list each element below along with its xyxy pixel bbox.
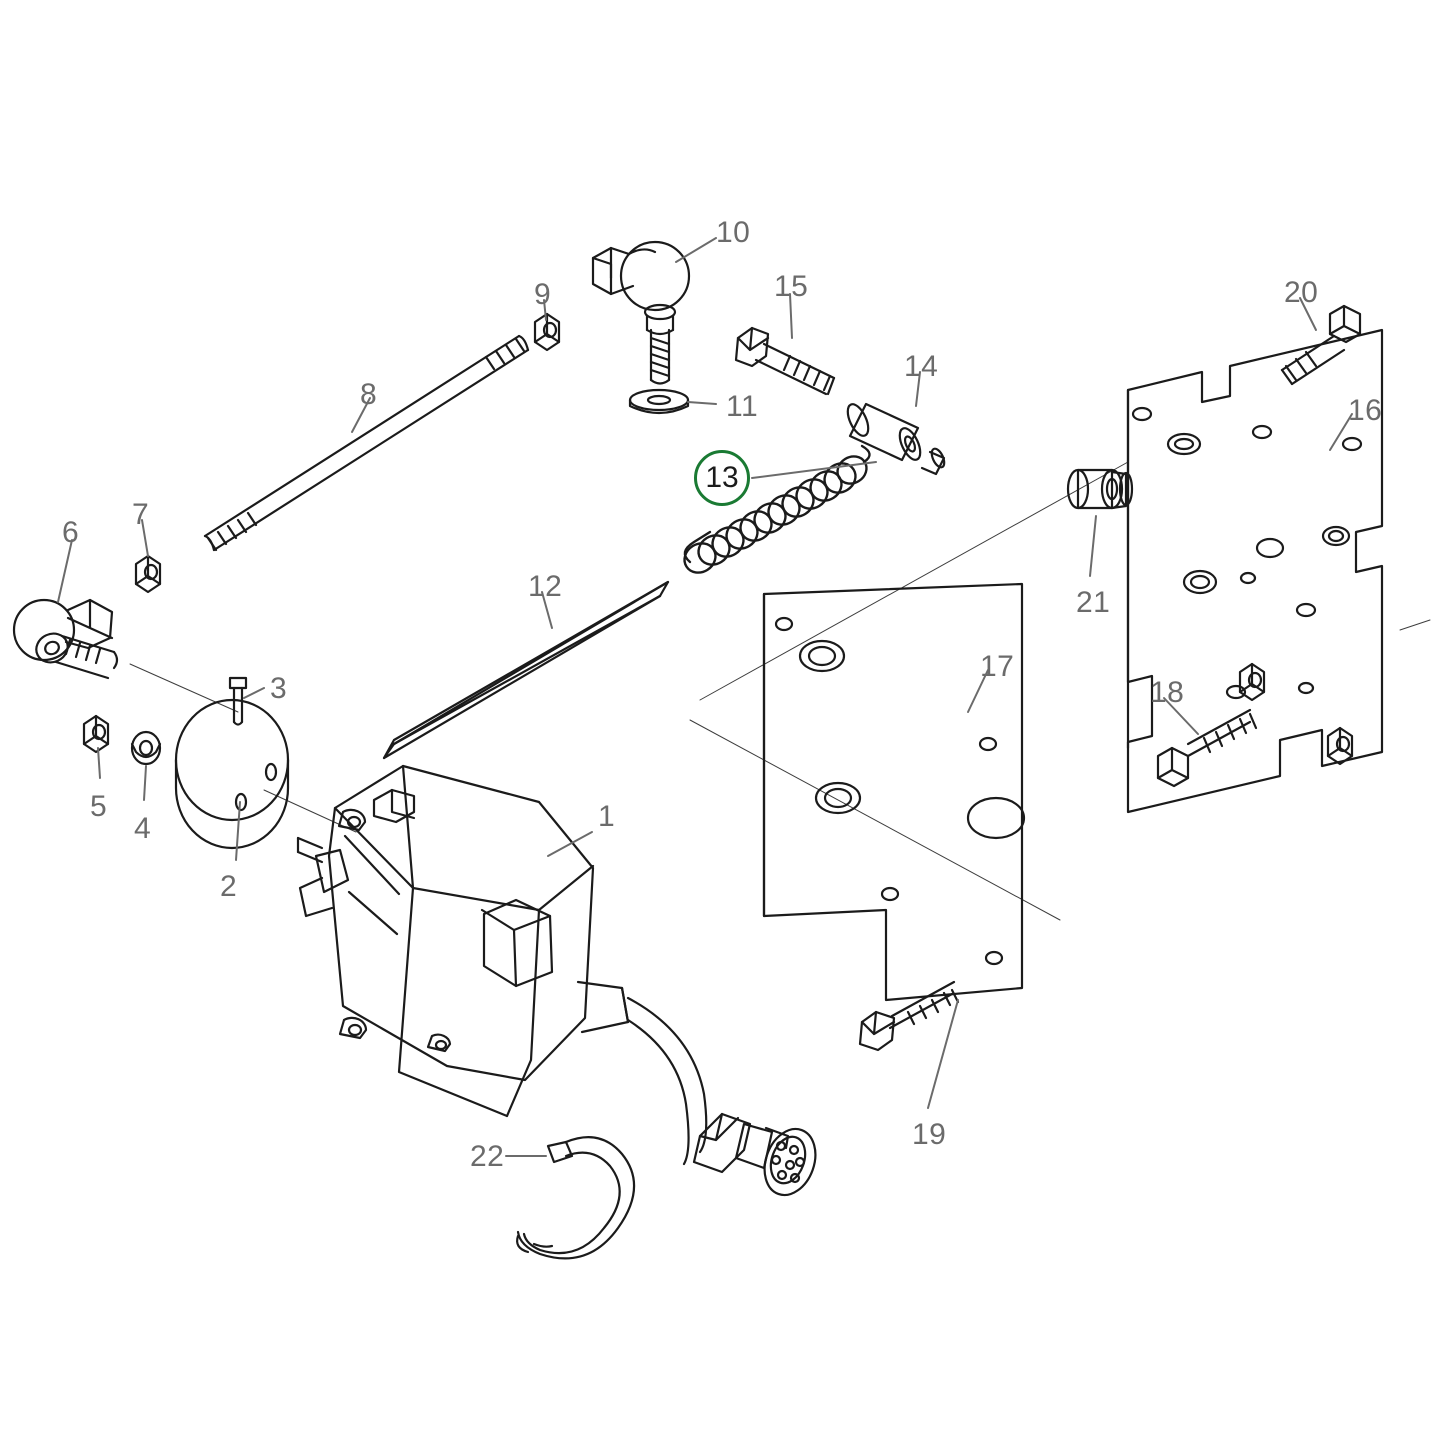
callout-13-highlighted: 13 — [694, 450, 750, 506]
callout-3: 3 — [270, 672, 288, 705]
callout-22: 22 — [470, 1140, 505, 1173]
part-18-hex-bolt — [1156, 708, 1258, 788]
callout-leaders — [57, 237, 1353, 1157]
callout-10: 10 — [716, 216, 751, 249]
callout-15: 15 — [774, 270, 809, 303]
callout-7: 7 — [132, 498, 150, 531]
callout-20: 20 — [1284, 276, 1319, 309]
callout-17: 17 — [980, 650, 1015, 683]
part-8-threaded-rod — [203, 334, 530, 552]
cable-connector — [692, 1112, 817, 1197]
actuator-cable — [626, 996, 708, 1166]
part-10-ball-joint — [591, 240, 691, 385]
part-7-nut — [134, 554, 162, 594]
part-nut-right-upper — [1238, 662, 1266, 702]
callout-14: 14 — [904, 350, 939, 383]
part-20-hex-bolt — [1280, 304, 1362, 386]
callout-8: 8 — [360, 378, 378, 411]
projection-lines — [129, 461, 1431, 921]
part-4-washer — [130, 730, 162, 766]
part-14-spacer — [846, 402, 946, 476]
callout-5: 5 — [90, 790, 108, 823]
part-21-bushing — [1066, 468, 1134, 510]
part-13-spring — [683, 444, 871, 574]
part-9-nut — [533, 312, 561, 352]
callout-19: 19 — [912, 1118, 947, 1151]
part-nut-right-lower — [1326, 726, 1354, 766]
part-15-hex-bolt — [734, 326, 836, 396]
callout-1: 1 — [598, 800, 616, 833]
callout-16: 16 — [1348, 394, 1383, 427]
part-16-bracket-right — [1126, 328, 1384, 814]
part-19-hex-bolt — [858, 980, 960, 1052]
callout-12: 12 — [528, 570, 563, 603]
part-11-washer — [628, 388, 690, 415]
callout-2: 2 — [220, 870, 238, 903]
callout-21: 21 — [1076, 586, 1111, 619]
part-5-nut — [82, 714, 110, 754]
part-12-flat-bar — [382, 580, 670, 760]
part-2-disc — [174, 698, 290, 850]
part-3-screw — [228, 676, 248, 726]
part-1-actuator-body — [296, 764, 630, 1118]
callout-11: 11 — [726, 390, 759, 423]
callout-4: 4 — [134, 812, 152, 845]
part-22-cable-tie — [516, 1136, 636, 1260]
callout-6: 6 — [62, 516, 80, 549]
part-17-plate — [762, 582, 1026, 1002]
callout-9: 9 — [534, 278, 552, 311]
part-6-ball-joint — [12, 598, 119, 680]
callout-18: 18 — [1150, 676, 1185, 709]
